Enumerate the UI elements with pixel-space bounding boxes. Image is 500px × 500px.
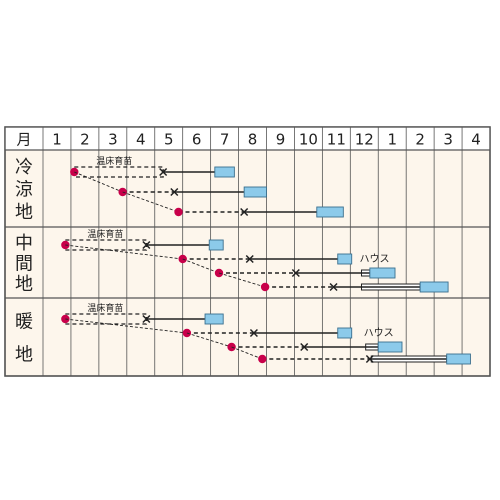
month-label: 1 (52, 131, 62, 149)
schedule-row: 温床育苗 (61, 302, 224, 325)
sowing-connector-line (182, 258, 220, 274)
region-label-char: 間 (15, 254, 33, 275)
month-label: 2 (415, 131, 425, 149)
planting-cross-mark (291, 268, 300, 278)
house-label: ハウス (359, 253, 389, 265)
planting-cross-mark (245, 254, 254, 264)
month-label: 9 (276, 131, 286, 149)
planting-cross-mark (142, 314, 151, 324)
harvest-bar (377, 341, 403, 353)
schedule-row: ハウス (182, 253, 396, 279)
month-label: 10 (299, 131, 318, 149)
chart-background (4, 126, 491, 377)
sowing-connector-line (218, 272, 266, 288)
month-label: 1 (387, 131, 397, 149)
sowing-dot (174, 207, 183, 217)
month-label: 6 (192, 131, 202, 149)
house-label: ハウス (364, 327, 394, 339)
harvest-bar (337, 327, 353, 339)
planting-cross-mark (170, 187, 179, 197)
month-label: 11 (327, 131, 346, 149)
harvest-bar (204, 313, 224, 325)
region-label-char: 涼 (15, 180, 33, 201)
nursery-label: 温床育苗 (87, 302, 123, 314)
region-label-char: 地 (15, 344, 33, 365)
schedule-row (218, 272, 449, 293)
planting-cross-mark (240, 207, 249, 217)
nursery-label: 温床育苗 (87, 228, 123, 240)
planting-cross-mark (329, 282, 338, 292)
schedule-row (122, 191, 344, 218)
month-label: 2 (80, 131, 90, 149)
planting-cross-mark (249, 328, 258, 338)
planting-cross-mark (159, 167, 168, 177)
month-label: 4 (471, 131, 481, 149)
planting-cross-mark (300, 342, 309, 352)
sowing-dot (260, 282, 270, 292)
harvest-bar (337, 253, 353, 265)
schedule-row: 温床育苗 (61, 228, 224, 251)
harvest-bar (208, 239, 224, 251)
sowing-connector-line (186, 332, 232, 348)
region-label-char: 中 (15, 233, 33, 254)
region-label-char: 暖 (15, 312, 33, 333)
header-band (5, 127, 490, 150)
sowing-connector-line (231, 346, 263, 360)
harvest-bar (369, 267, 396, 279)
month-label: 3 (443, 131, 453, 149)
month-label: 12 (355, 131, 374, 149)
schedule-row: ハウス (186, 327, 403, 353)
month-label: 5 (164, 131, 174, 149)
schedule-row: 温床育苗 (70, 155, 235, 178)
region-label-char: 地 (15, 202, 33, 223)
month-label: 8 (248, 131, 258, 149)
harvest-bar (419, 281, 449, 293)
harvest-bar (446, 353, 471, 365)
month-label: 4 (136, 131, 146, 149)
chart-border (4, 126, 491, 377)
month-label: 7 (220, 131, 230, 149)
schedule-row (231, 346, 471, 365)
chart-grid (4, 126, 491, 377)
harvest-bar (243, 186, 267, 198)
planting-cross-mark (365, 354, 374, 364)
month-corner-label: 月 (16, 131, 31, 149)
sowing-connector-line (74, 171, 123, 193)
month-label: 3 (108, 131, 118, 149)
sowing-connector-line (65, 318, 187, 334)
region-label-char: 冷 (15, 157, 33, 178)
region-label-char: 地 (15, 274, 33, 295)
sowing-dot (258, 354, 267, 364)
planting-cross-mark (142, 240, 151, 250)
nursery-label: 温床育苗 (96, 155, 132, 167)
harvest-bar (316, 206, 344, 218)
harvest-bar (214, 166, 235, 178)
